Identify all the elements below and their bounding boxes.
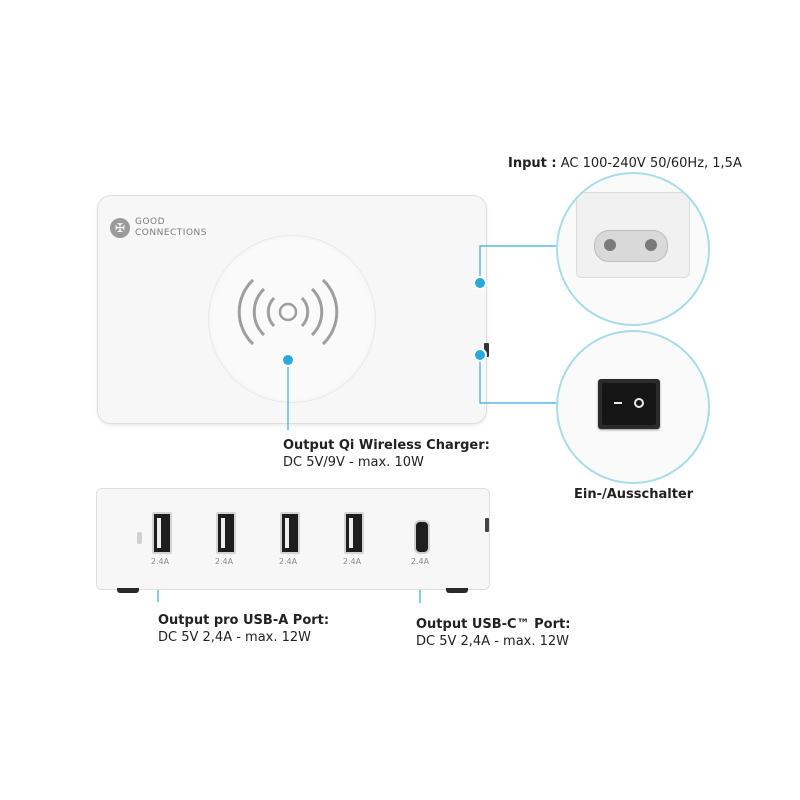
usb-c-title: Output USB-C™ Port:	[416, 617, 571, 632]
on-symbol-icon	[634, 398, 644, 408]
port-rating-label: 2.4A	[150, 557, 170, 566]
iec-c8-socket-icon	[594, 230, 668, 262]
usb-a-port	[152, 512, 172, 554]
input-title: Input :	[508, 156, 557, 171]
usb-a-spec: DC 5V 2,4A - max. 12W	[158, 630, 312, 645]
usb-c-spec: DC 5V 2,4A - max. 12W	[416, 634, 570, 649]
wireless-label: Output Qi Wireless Charger: DC 5V/9V - m…	[283, 437, 490, 471]
side-switch-nub	[484, 343, 489, 357]
usb-a-port	[344, 512, 364, 554]
off-symbol-icon	[614, 402, 622, 404]
switch-callout-dot	[473, 348, 487, 362]
input-callout-dot	[473, 276, 487, 290]
front-right-nub	[485, 518, 489, 532]
usb-a-port	[280, 512, 300, 554]
input-spec: AC 100-240V 50/60Hz, 1,5A	[560, 156, 742, 171]
port-rating-label: 2.4A	[342, 557, 362, 566]
usb-a-title: Output pro USB-A Port:	[158, 613, 330, 628]
brand-logo: ✠ GOOD CONNECTIONS	[110, 216, 230, 242]
rocker-switch	[602, 383, 656, 425]
wireless-title: Output Qi Wireless Charger:	[283, 438, 490, 453]
port-rating-label: 2.4A	[410, 557, 430, 566]
port-rating-label: 2.4A	[278, 557, 298, 566]
brand-line-1: GOOD	[135, 217, 166, 227]
wireless-spec: DC 5V/9V - max. 10W	[283, 455, 424, 470]
input-label: Input : AC 100-240V 50/60Hz, 1,5A	[508, 155, 742, 172]
brand-line-2: CONNECTIONS	[135, 228, 207, 238]
usb-a-port	[216, 512, 236, 554]
input-detail-circle	[556, 172, 710, 326]
device-foot	[446, 588, 468, 593]
switch-title: Ein-/Ausschalter	[574, 487, 694, 502]
switch-label: Ein-/Ausschalter	[574, 486, 693, 503]
port-rating-label: 2.4A	[214, 557, 234, 566]
led-indicator	[137, 532, 142, 544]
switch-detail-circle	[556, 330, 710, 484]
device-foot	[117, 588, 139, 593]
usb-c-label: Output USB-C™ Port: DC 5V 2,4A - max. 12…	[416, 616, 570, 650]
usb-c-port	[414, 520, 430, 554]
wireless-callout-dot	[281, 353, 295, 367]
usb-a-label: Output pro USB-A Port: DC 5V 2,4A - max.…	[158, 612, 329, 646]
brand-flag-icon: ✠	[110, 218, 130, 238]
